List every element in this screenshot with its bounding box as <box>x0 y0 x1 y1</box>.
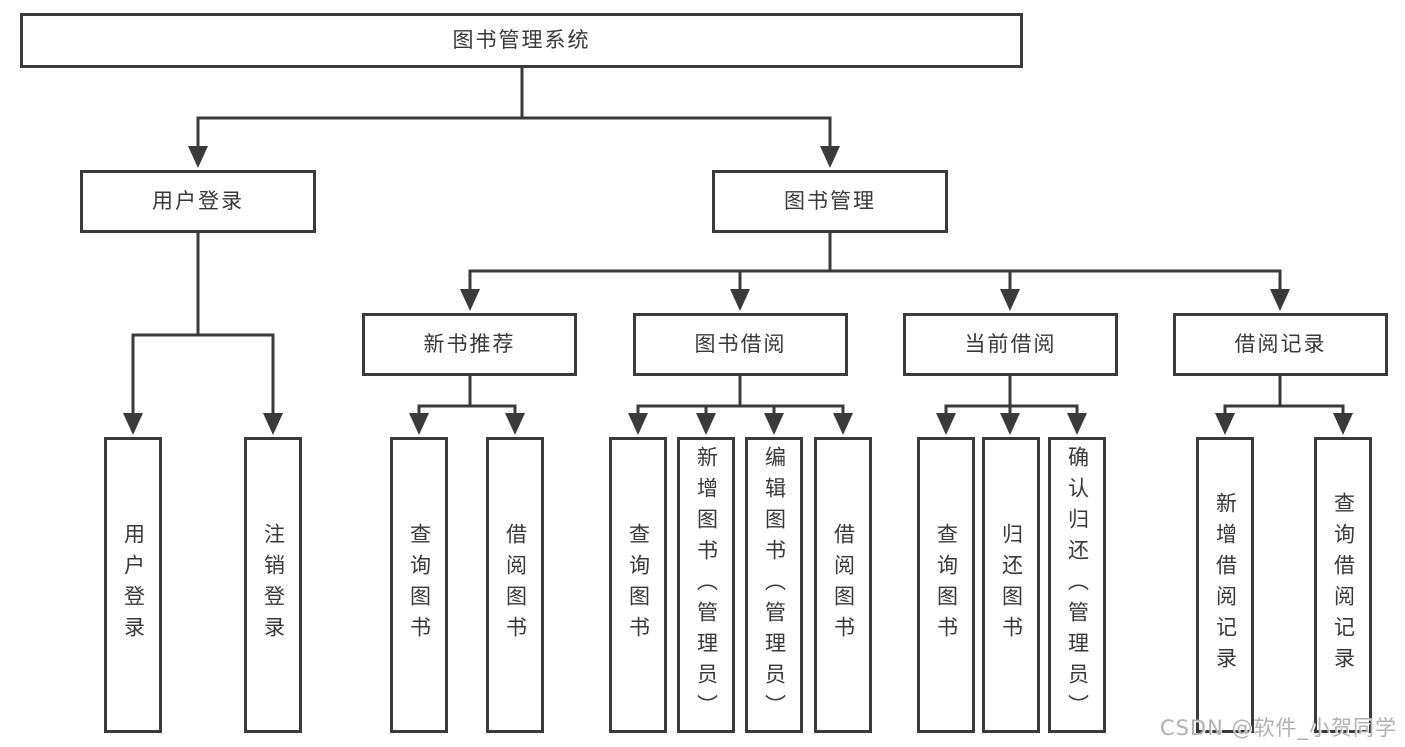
node-leaf-borrow-books: 借阅图书 <box>814 437 872 733</box>
node-library-system: 图书管理系统 <box>20 13 1023 68</box>
node-leaf-add-book-admin: 新增图书（管理员） <box>677 437 735 733</box>
node-leaf-confirm-return-admin: 确认归还（管理员） <box>1048 437 1106 733</box>
csdn-watermark: CSDN @软件_小贺同学 <box>1159 716 1397 740</box>
node-leaf-query-borrow-record: 查询借阅记录 <box>1314 437 1372 733</box>
node-book-borrow: 图书借阅 <box>633 313 848 376</box>
node-leaf-query-books-current: 查询图书 <box>917 437 975 733</box>
node-current-borrow: 当前借阅 <box>903 313 1118 376</box>
node-user-login: 用户登录 <box>80 170 316 233</box>
node-leaf-edit-book-admin: 编辑图书（管理员） <box>745 437 803 733</box>
node-leaf-user-login: 用户登录 <box>104 437 162 733</box>
node-leaf-return-books: 归还图书 <box>982 437 1040 733</box>
node-new-book-recommend: 新书推荐 <box>362 313 577 376</box>
node-leaf-query-books-recommend: 查询图书 <box>390 437 448 733</box>
node-book-management: 图书管理 <box>712 170 948 233</box>
node-leaf-add-borrow-record: 新增借阅记录 <box>1196 437 1254 733</box>
node-leaf-query-books-borrow: 查询图书 <box>609 437 667 733</box>
node-leaf-logout: 注销登录 <box>244 437 302 733</box>
node-leaf-borrow-books-recommend: 借阅图书 <box>486 437 544 733</box>
node-borrow-records: 借阅记录 <box>1173 313 1388 376</box>
